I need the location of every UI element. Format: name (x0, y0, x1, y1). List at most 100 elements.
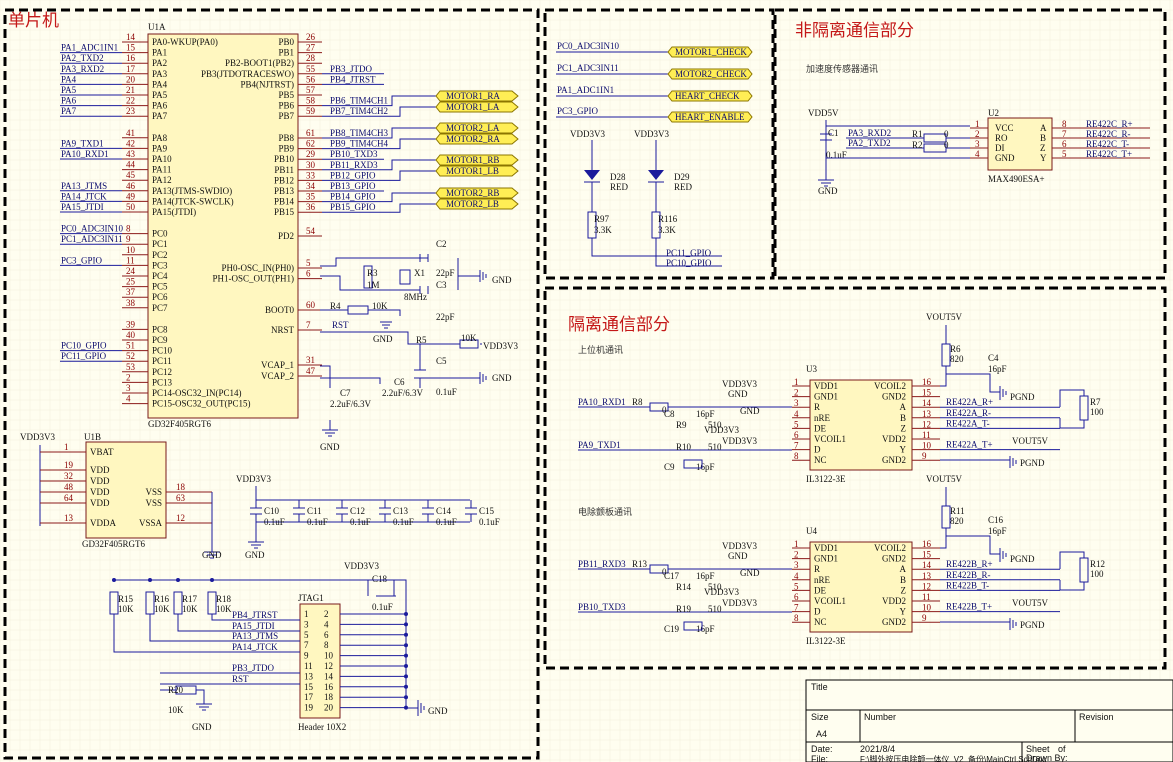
cap-ref: C10 (264, 506, 280, 516)
iso-in-net: PB11_RXD3 (578, 559, 626, 569)
u1a-pin-number: 51 (126, 341, 135, 351)
check-port (667, 111, 753, 123)
jtag-pin-number: 11 (304, 661, 313, 671)
r2-ref: R2 (912, 140, 923, 150)
motor-ports: MOTOR1_RAMOTOR1_LAMOTOR2_LAMOTOR2_RAMOTO… (384, 90, 519, 213)
decoupling-gnd: GND (245, 550, 265, 560)
cap-ref: C14 (436, 506, 452, 516)
motor-port-wire (384, 106, 440, 117)
il3122-body (809, 541, 913, 633)
iso-c16-value: 16pF (988, 526, 1007, 536)
il-pin-name: nRE (814, 575, 831, 585)
motor-port-wire (384, 95, 440, 107)
u1a-net-label: PC3_GPIO (61, 255, 103, 265)
u1a-pin-name: PD2 (278, 231, 294, 241)
u1a-pin-name: PA1 (152, 48, 167, 58)
led-res-ref: R116 (658, 214, 678, 224)
u1a-pin-number: 52 (126, 351, 135, 361)
u1b-pin-number: 64 (64, 493, 74, 503)
check-port-label: MOTOR1_CHECK (675, 47, 747, 57)
u1b-supply: VDD3V3 (20, 432, 55, 442)
u1a-pin-name: PA3 (152, 69, 168, 79)
u1a-pin-name: PA5 (152, 90, 168, 100)
junction-dot (404, 643, 408, 648)
u1a-pin-number: 49 (126, 191, 136, 201)
u1a-pin-number: 2 (126, 372, 131, 382)
u1a-pin-number: 41 (126, 128, 135, 138)
check-port (667, 46, 753, 58)
u1a-pin-number: 61 (306, 128, 315, 138)
jtag-signal-wire (113, 614, 300, 653)
u1a-pin-name: PC11 (152, 356, 172, 366)
u1b-pin-name: VDDA (90, 518, 116, 528)
u1a-pin-name: BOOT0 (265, 305, 294, 315)
jtag-pullup (173, 591, 183, 615)
il-pin-number: 1 (794, 377, 799, 387)
check-port-label: MOTOR2_CHECK (675, 69, 747, 79)
u1a-pin-name: PA4 (152, 79, 168, 89)
u1b-pin-number: 1 (64, 442, 69, 452)
motor-port-wire (384, 138, 440, 150)
iso-c-wire (946, 373, 1000, 393)
iso-vout-wire (940, 487, 947, 549)
u1b-body (85, 441, 167, 539)
u1a-net-label: PA7 (61, 106, 77, 116)
iso-out-label: RE422B_T- (946, 580, 989, 590)
il-pin-number: 11 (922, 430, 931, 440)
jtag-pin-number: 5 (304, 630, 309, 640)
u2-pin-number: 4 (975, 149, 980, 159)
u1a-pin-number: 58 (306, 96, 316, 106)
il-pin-number: 5 (794, 419, 799, 429)
non-isolated-frame-right (773, 8, 1167, 280)
led-net-wire (655, 238, 722, 267)
iso-out-label: RE422B_R- (946, 570, 991, 580)
il-pin-name: GND2 (882, 455, 906, 465)
u2-pin-name: Y (1040, 153, 1047, 163)
u1a-net-label: PB10_TXD3 (330, 149, 378, 159)
u1a-pin-name: PB2-BOOT1(PB2) (225, 58, 294, 68)
u1a-net-label: PA15_JTDI (61, 202, 104, 212)
tb-revision-label: Revision (1079, 712, 1114, 722)
iso-cb-ref: C9 (664, 462, 675, 472)
u1b-pin-number: 12 (176, 513, 185, 523)
u1a-pin-number: 39 (126, 319, 136, 329)
r1-value: 0 (944, 129, 949, 139)
r1-ref: R1 (912, 129, 923, 139)
c7-ref: C7 (340, 388, 351, 398)
u1a-pin-number: 11 (126, 255, 135, 265)
u1b-pin-name: VDD (90, 476, 110, 486)
pgnd-symbol (999, 386, 1007, 400)
il-pin-name: A (900, 564, 907, 574)
il-pin-name: nRE (814, 413, 831, 423)
u1a-pin-number: 4 (126, 394, 131, 404)
u1a-pin-name: PC15-OSC32_OUT(PC15) (152, 399, 251, 409)
u1a-pin-number: 42 (126, 138, 135, 148)
r5-ref: R5 (416, 335, 427, 345)
u2-pin-number: 3 (975, 139, 980, 149)
il-pin-name: VDD1 (814, 381, 838, 391)
jtag-gnd: GND (428, 706, 448, 716)
u1a-pin-number: 54 (306, 226, 316, 236)
junction-dot (210, 578, 214, 582)
u1a-pin-number: 59 (306, 106, 316, 116)
check-port (667, 90, 753, 102)
il-pin-number: 16 (922, 539, 932, 549)
u1a-net-label: PB4_JTRST (330, 74, 376, 84)
junction-dot (404, 664, 408, 668)
jtag-signal-wire (149, 614, 300, 642)
il-pin-name: VDD1 (814, 543, 838, 553)
jtag-pin-number: 16 (324, 682, 334, 692)
jtag-part: Header 10X2 (298, 722, 346, 732)
u1a-net-label: PA3_RXD2 (61, 64, 104, 74)
r4-resistor (347, 305, 369, 315)
check-port (667, 68, 753, 80)
jtag-pin-number: 3 (304, 619, 309, 629)
u1a-pin-number: 40 (126, 330, 136, 340)
iso-c16-value: 16pF (988, 364, 1007, 374)
x1-ref: X1 (414, 268, 425, 278)
iso-vout: VOUT5V (926, 312, 962, 322)
